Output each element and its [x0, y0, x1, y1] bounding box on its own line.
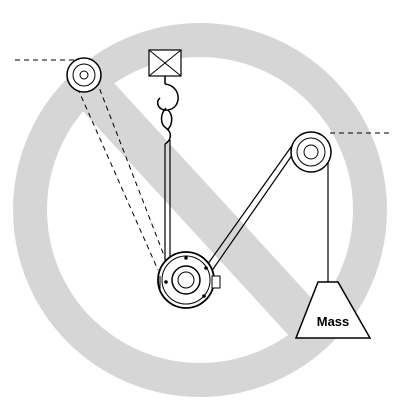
mass-label: Mass [317, 314, 350, 329]
no-symbol-icon [13, 23, 387, 397]
tension-sensor-icon [157, 251, 221, 309]
mass-weight-icon: Mass [294, 281, 372, 339]
crane-hook-icon [156, 76, 179, 145]
diagonal-cable-edge [210, 137, 305, 273]
crossed-box-icon [148, 49, 182, 77]
prohibition-ring [13, 23, 387, 397]
right-pulley-icon [290, 131, 332, 173]
dashed-cable [89, 63, 166, 259]
diagonal-cable [204, 139, 297, 269]
left-pulley-icon [66, 57, 102, 93]
dashed-cable-edge [73, 79, 159, 271]
prohibition-slash [76, 75, 331, 348]
